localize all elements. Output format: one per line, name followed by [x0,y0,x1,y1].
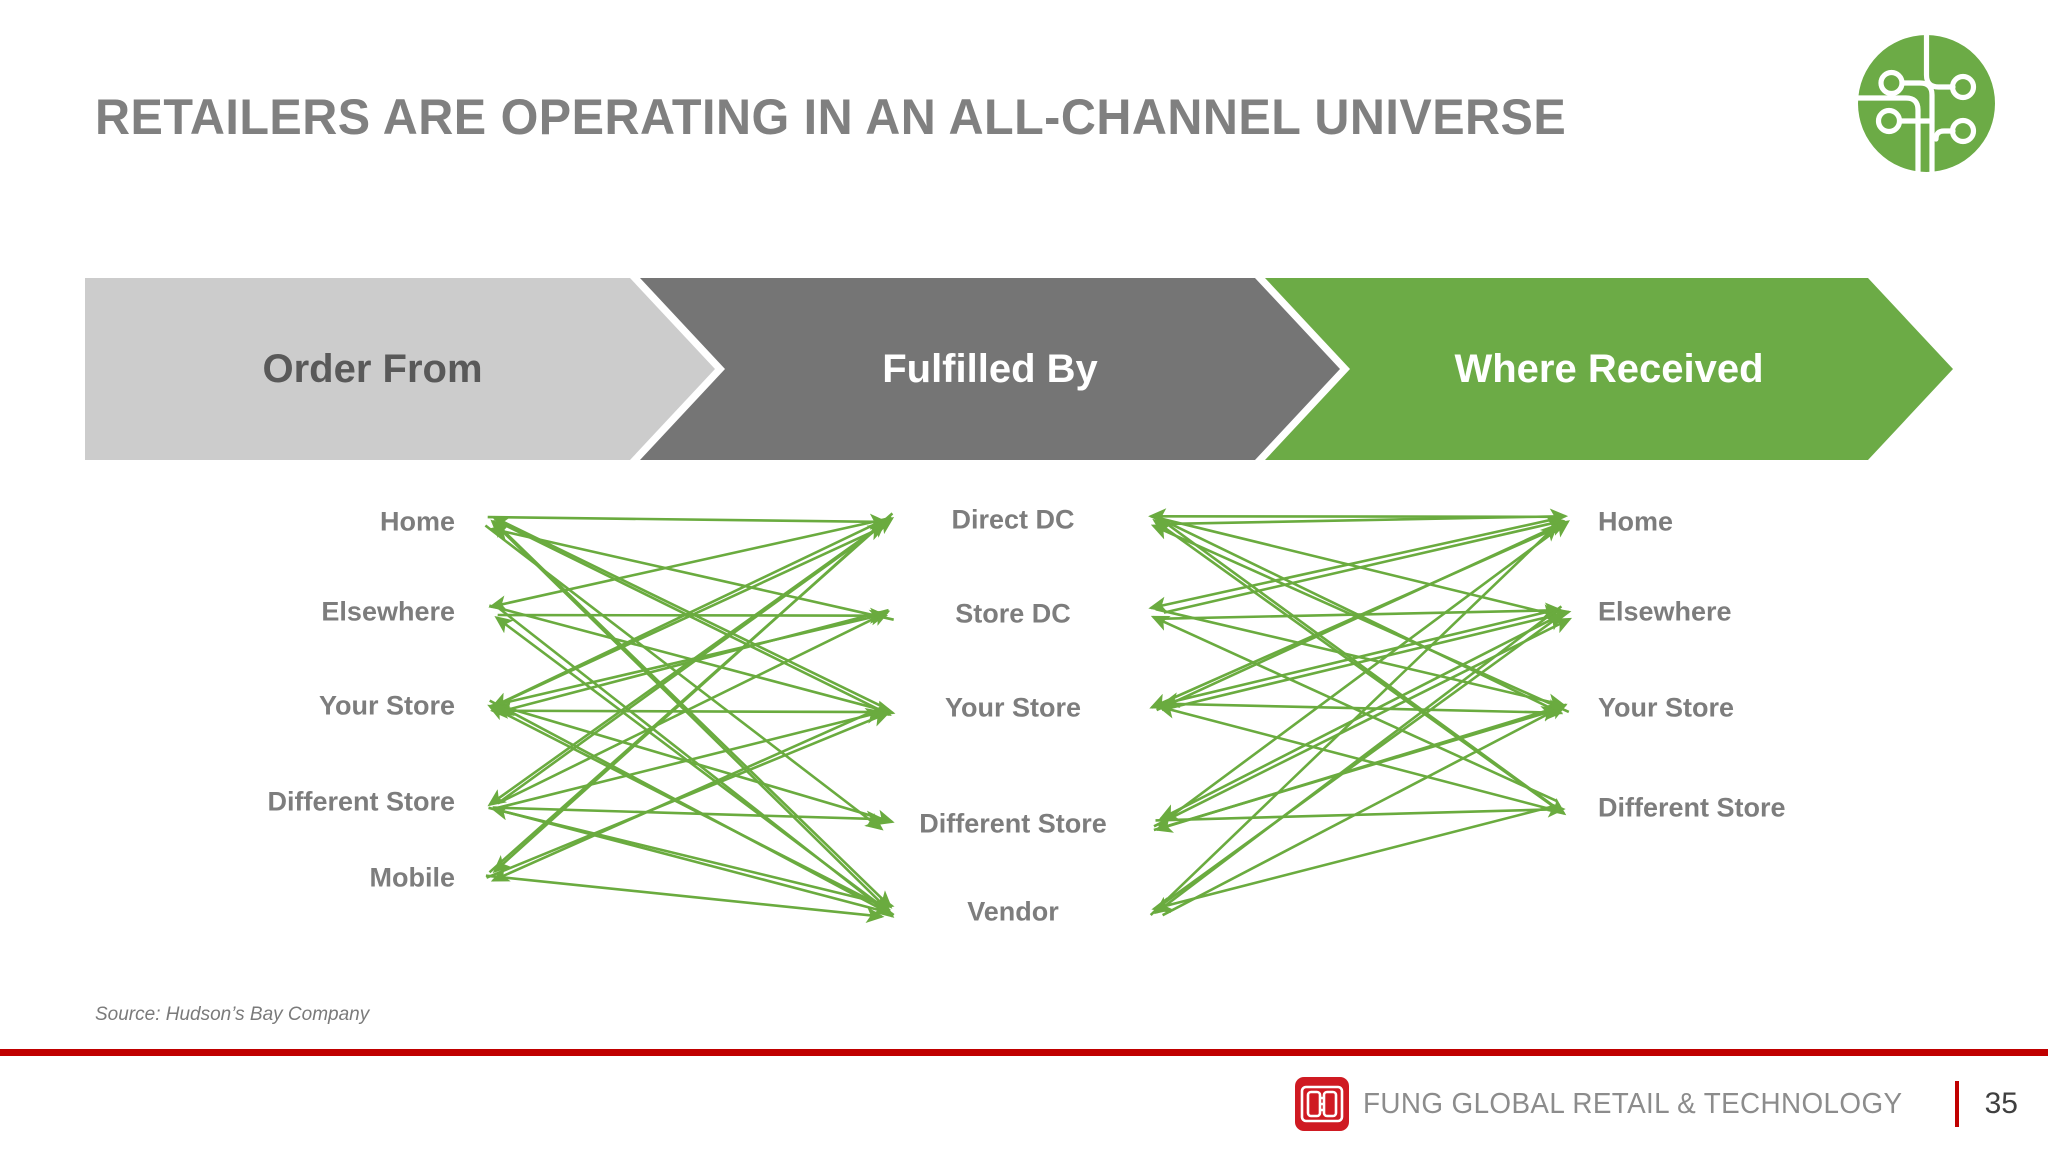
banner-segment-order-from[interactable]: Order From [85,278,715,460]
flow-arrows [484,508,1573,924]
node-fulfill-your-store: Your Store [944,692,1082,723]
page-number: 35 [1984,1087,2018,1120]
node-receive-different-store: Different Store [1598,792,1786,823]
footer: FUNG GLOBAL RETAIL & TECHNOLOGY 35 [0,1056,2048,1152]
circuit-circle-icon [1855,32,1995,175]
banner-segment-label: Order From [262,346,483,391]
fung-group-logo-icon [1294,1077,1349,1131]
node-order-different-store: Different Store [267,786,455,817]
node-receive-your-store: Your Store [1598,692,1735,723]
banner-segment-where-received[interactable]: Where Received [1265,278,1953,460]
node-order-elsewhere: Elsewhere [321,596,455,627]
footer-divider-rule [0,1049,2048,1056]
footer-brand-label: FUNG GLOBAL RETAIL & TECHNOLOGY [1362,1087,1903,1120]
banner-segment-fulfilled-by[interactable]: Fulfilled By [640,278,1340,460]
node-fulfill-different-store: Different Store [919,808,1107,839]
node-receive-home: Home [1598,506,1674,537]
flow-diagram: Home Elsewhere Your Store Different Stor… [0,460,2048,970]
node-order-mobile: Mobile [369,862,456,893]
node-receive-elsewhere: Elsewhere [1598,596,1732,627]
footer-separator [1954,1081,1959,1127]
process-banner: Order From Fulfilled By Where Received [85,278,1953,460]
node-fulfill-direct-dc: Direct DC [951,504,1075,535]
node-order-home: Home [379,506,455,537]
node-fulfill-vendor: Vendor [967,896,1059,927]
banner-segment-label: Fulfilled By [882,346,1098,391]
node-order-your-store: Your Store [318,690,455,721]
banner-segment-label: Where Received [1454,346,1764,391]
node-fulfill-store-dc: Store DC [955,598,1071,629]
page-title: RETAILERS ARE OPERATING IN AN ALL-CHANNE… [95,89,1567,145]
source-note: Source: Hudson’s Bay Company [95,1004,370,1025]
